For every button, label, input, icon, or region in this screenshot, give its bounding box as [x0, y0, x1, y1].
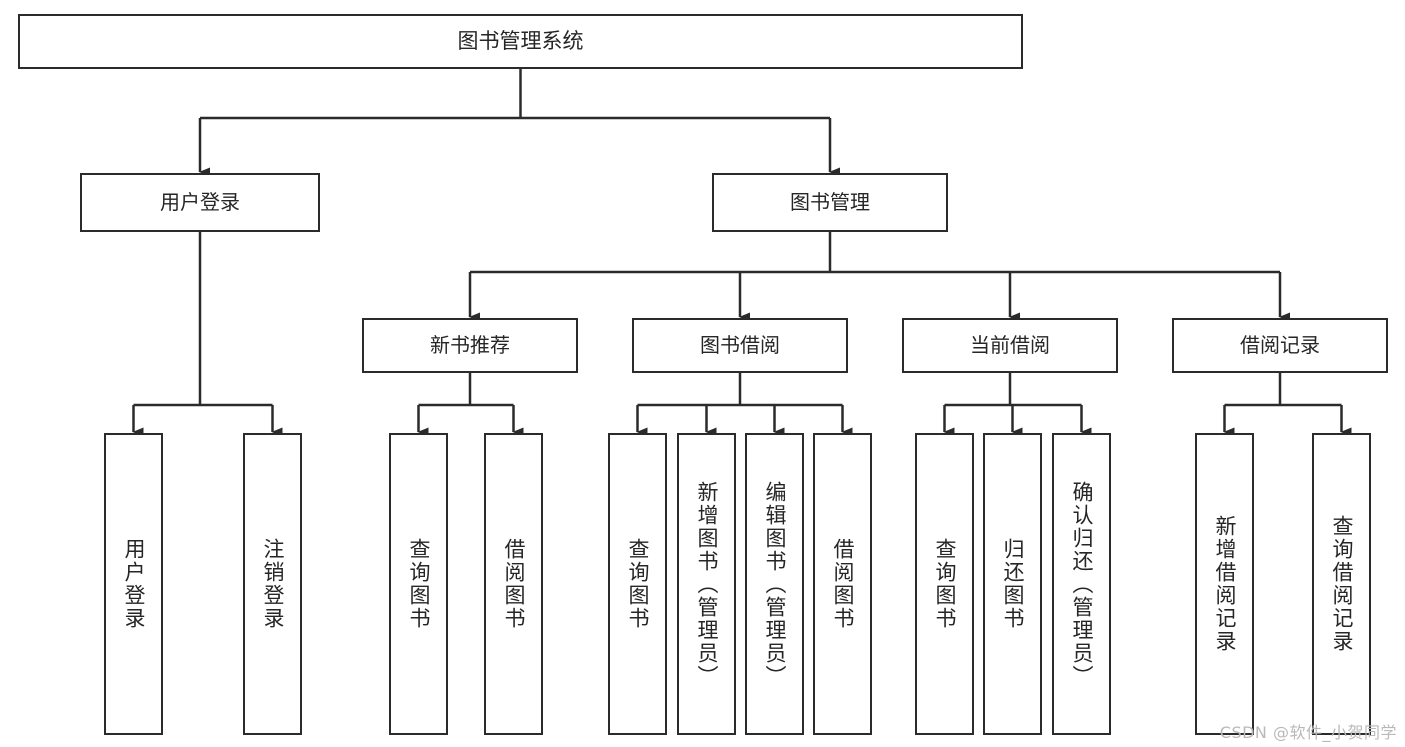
node-leaf-edit-book: 编辑图书（管理员）	[745, 433, 804, 735]
node-leaf-query-book-2: 查询图书	[608, 433, 667, 735]
node-leaf-query-record: 查询借阅记录	[1312, 433, 1371, 735]
node-book-borrow: 图书借阅	[632, 318, 848, 373]
node-label: 图书借阅	[700, 333, 780, 358]
node-borrow-record: 借阅记录	[1172, 318, 1388, 373]
node-label: 新增借阅记录	[1213, 515, 1237, 653]
node-label: 用户登录	[160, 190, 240, 215]
node-label: 借阅图书	[831, 538, 855, 630]
node-current-borrow: 当前借阅	[902, 318, 1118, 373]
node-label: 归还图书	[1001, 538, 1025, 630]
node-label: 编辑图书（管理员）	[763, 480, 787, 688]
node-label: 查询借阅记录	[1330, 515, 1354, 653]
node-leaf-query-book-1: 查询图书	[389, 433, 448, 735]
node-root: 图书管理系统	[18, 14, 1023, 69]
node-label: 图书管理系统	[457, 28, 584, 53]
node-leaf-confirm-return: 确认归还（管理员）	[1052, 433, 1111, 735]
node-label: 确认归还（管理员）	[1070, 480, 1094, 688]
node-leaf-add-record: 新增借阅记录	[1195, 433, 1254, 735]
node-leaf-add-book: 新增图书（管理员）	[677, 433, 736, 735]
node-book-manage: 图书管理	[712, 173, 948, 232]
node-leaf-user-login: 用户登录	[104, 433, 163, 735]
node-label: 当前借阅	[970, 333, 1050, 358]
node-label: 查询图书	[626, 538, 650, 630]
node-label: 新书推荐	[430, 333, 510, 358]
node-label: 注销登录	[261, 538, 285, 630]
node-label: 借阅记录	[1240, 333, 1320, 358]
node-label: 查询图书	[933, 538, 957, 630]
node-label: 新增图书（管理员）	[695, 480, 719, 688]
node-leaf-query-book-3: 查询图书	[915, 433, 974, 735]
node-leaf-borrow-book-1: 借阅图书	[484, 433, 543, 735]
watermark: CSDN @软件_小贺同学	[1219, 723, 1397, 742]
node-label: 借阅图书	[502, 538, 526, 630]
node-leaf-borrow-book-2: 借阅图书	[813, 433, 872, 735]
node-leaf-user-logout: 注销登录	[243, 433, 302, 735]
node-leaf-return-book: 归还图书	[983, 433, 1042, 735]
node-user-login: 用户登录	[80, 173, 320, 232]
node-label: 图书管理	[790, 190, 870, 215]
node-label: 用户登录	[122, 538, 146, 630]
node-label: 查询图书	[407, 538, 431, 630]
node-new-book-rec: 新书推荐	[362, 318, 578, 373]
